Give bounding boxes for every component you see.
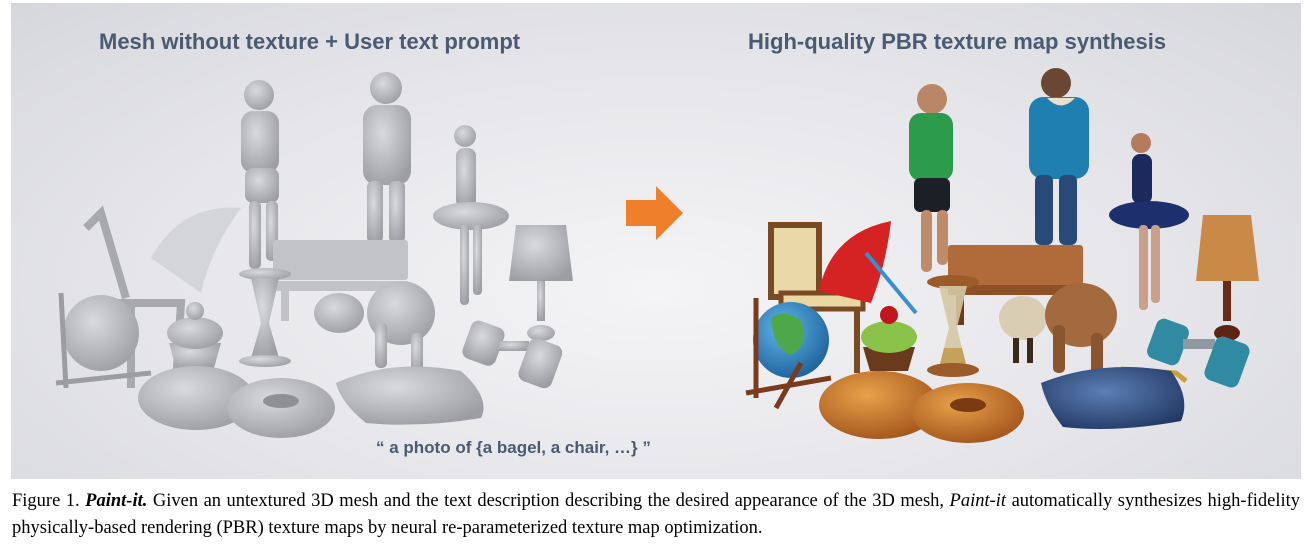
- textured-umbrella: [819, 221, 918, 315]
- mesh-hourglass: [239, 268, 291, 367]
- mesh-human-man: [363, 72, 411, 243]
- caption-text-part1: Given an untextured 3D mesh and the text…: [152, 491, 945, 511]
- mesh-lamp: [509, 225, 573, 341]
- textured-meshes: [745, 68, 1259, 443]
- textured-bagel: [912, 383, 1024, 443]
- caption-method-name-period: .: [142, 491, 148, 511]
- mesh-bagel: [227, 378, 335, 438]
- textured-lamp: [1196, 215, 1259, 341]
- mesh-human-dancer: [433, 125, 509, 305]
- figure-caption: Figure 1. Paint-it. Given an untextured …: [12, 488, 1300, 542]
- mesh-pretzel: [138, 366, 254, 430]
- textured-sheep: [999, 296, 1047, 363]
- mesh-cupcake: [167, 302, 223, 368]
- mesh-umbrella: [151, 207, 241, 293]
- textured-globe: [745, 298, 832, 410]
- right-panel-title: High-quality PBR texture map synthesis: [748, 29, 1167, 54]
- textured-pretzel: [819, 371, 939, 439]
- mesh-pillow: [336, 366, 484, 425]
- textured-pillow: [1041, 367, 1185, 429]
- mesh-elephant: [367, 281, 435, 373]
- caption-method-name-inline: Paint-it: [949, 491, 1007, 511]
- caption-text-part2: automatically synthesizes high-fidelity …: [12, 491, 1300, 538]
- textured-elephant: [1045, 283, 1117, 375]
- mesh-sheep: [314, 293, 364, 333]
- teaser-figure: Mesh without texture + User text prompt …: [11, 3, 1301, 479]
- caption-prefix: Figure 1.: [12, 491, 80, 511]
- textured-human-man: [1029, 68, 1089, 245]
- mesh-dumbbell: [462, 320, 563, 389]
- mesh-globe: [55, 292, 152, 389]
- arrow-icon: [626, 186, 683, 240]
- left-panel-title: Mesh without texture + User text prompt: [99, 29, 521, 54]
- caption-method-name: Paint-it: [85, 491, 143, 511]
- textured-hourglass: [927, 275, 979, 377]
- scene-illustration: [55, 68, 1259, 443]
- textured-dumbbell: [1147, 318, 1250, 388]
- textured-human-dancer: [1109, 133, 1189, 310]
- textured-human-runner: [909, 84, 953, 272]
- mesh-human-runner: [241, 80, 279, 269]
- textured-cupcake: [861, 306, 917, 371]
- text-prompt: “ a photo of {a bagel, a chair, …} ”: [376, 438, 651, 457]
- untextured-meshes: [55, 72, 573, 438]
